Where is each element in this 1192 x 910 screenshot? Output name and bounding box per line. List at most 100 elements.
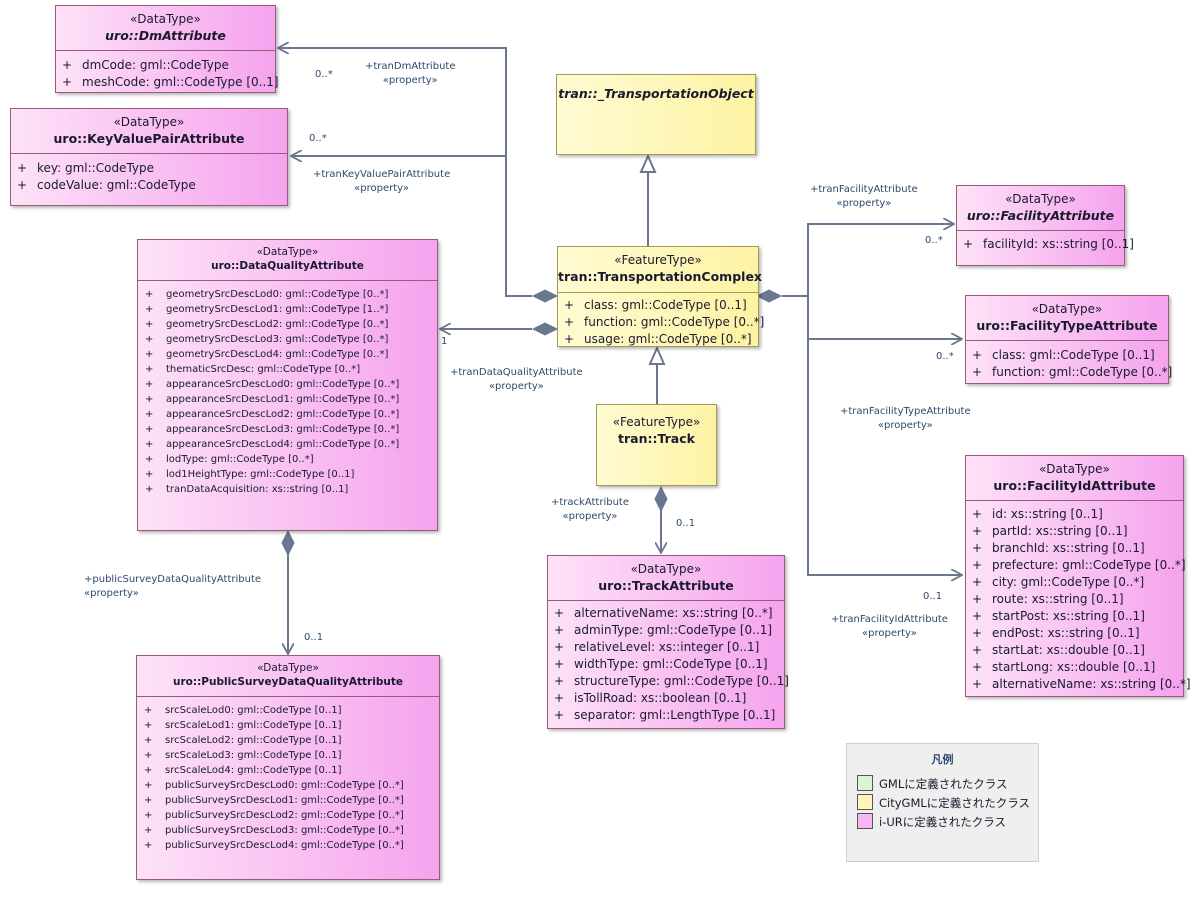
class-name: uro::DmAttribute bbox=[105, 28, 226, 43]
attribute: srcScaleLod3: gml::CodeType [0..1] bbox=[137, 748, 439, 763]
attribute: publicSurveySrcDescLod2: gml::CodeType [… bbox=[137, 808, 439, 823]
attribute: geometrySrcDescLod3: gml::CodeType [0..*… bbox=[138, 332, 437, 347]
legend-swatch-gml bbox=[857, 775, 873, 791]
class-track[interactable]: «FeatureType» tran::Track bbox=[596, 404, 717, 486]
association-kvp-label: +tranKeyValuePairAttribute «property» bbox=[313, 168, 450, 196]
role-stereotype: «property» bbox=[562, 511, 618, 522]
attribute-list: alternativeName: xs::string [0..*] admin… bbox=[548, 600, 789, 724]
class-transportation-object[interactable]: tran::_TransportationObject bbox=[556, 74, 756, 155]
class-stereotype: «DataType» bbox=[257, 662, 319, 674]
attribute: lodType: gml::CodeType [0..*] bbox=[138, 452, 437, 467]
class-data-quality-attribute[interactable]: «DataType» uro::DataQualityAttribute geo… bbox=[137, 239, 438, 531]
attribute: geometrySrcDescLod2: gml::CodeType [0..*… bbox=[138, 317, 437, 332]
legend-item-gml: GMLに定義されたクラス bbox=[857, 775, 1008, 792]
class-transportation-complex[interactable]: «FeatureType» tran::TransportationComple… bbox=[557, 246, 764, 348]
role-name: +tranFacilityIdAttribute bbox=[831, 614, 948, 625]
class-name: tran::Track bbox=[618, 431, 695, 446]
attribute: publicSurveySrcDescLod1: gml::CodeType [… bbox=[137, 793, 439, 808]
role-name: +publicSurveyDataQualityAttribute bbox=[84, 574, 262, 585]
association-fac-label: +tranFacilityAttribute «property» bbox=[810, 183, 918, 211]
attribute: geometrySrcDescLod0: gml::CodeType [0..*… bbox=[138, 287, 437, 302]
attribute: key: gml::CodeType bbox=[11, 160, 287, 177]
association-dq-label: +tranDataQualityAttribute «property» bbox=[450, 366, 583, 394]
multiplicity-label: 1 bbox=[441, 336, 448, 347]
role-stereotype: «property» bbox=[84, 588, 139, 599]
role-stereotype: «property» bbox=[862, 628, 917, 639]
attribute: widthType: gml::CodeType [0..1] bbox=[548, 656, 784, 673]
class-public-survey-data-quality-attribute[interactable]: «DataType» uro::PublicSurveyDataQualityA… bbox=[136, 655, 440, 880]
attribute: route: xs::string [0..1] bbox=[966, 591, 1183, 608]
attribute: publicSurveySrcDescLod4: gml::CodeType [… bbox=[137, 838, 439, 853]
attribute: thematicSrcDesc: gml::CodeType [0..*] bbox=[138, 362, 437, 377]
attribute: function: gml::CodeType [0..*] bbox=[558, 314, 764, 331]
association-facid-line bbox=[807, 224, 962, 575]
association-dm-line bbox=[278, 48, 532, 297]
class-stereotype: «FeatureType» bbox=[612, 415, 701, 429]
attribute: srcScaleLod4: gml::CodeType [0..1] bbox=[137, 763, 439, 778]
role-stereotype: «property» bbox=[836, 198, 892, 209]
class-stereotype: «DataType» bbox=[1031, 302, 1103, 316]
attribute-list: geometrySrcDescLod0: gml::CodeType [0..*… bbox=[138, 280, 437, 497]
attribute: startLong: xs::double [0..1] bbox=[966, 659, 1183, 676]
legend-item-iur: i-URに定義されたクラス bbox=[857, 813, 1006, 830]
class-name: uro::FacilityAttribute bbox=[966, 208, 1115, 223]
composition-diamond bbox=[281, 529, 295, 557]
attribute: publicSurveySrcDescLod3: gml::CodeType [… bbox=[137, 823, 439, 838]
attribute: meshCode: gml::CodeType [0..1] bbox=[56, 74, 279, 91]
attribute: srcScaleLod1: gml::CodeType [0..1] bbox=[137, 718, 439, 733]
role-name: +tranDmAttribute bbox=[365, 61, 456, 72]
class-facility-id-attribute[interactable]: «DataType» uro::FacilityIdAttribute id: … bbox=[965, 455, 1191, 697]
attribute: class: gml::CodeType [0..1] bbox=[966, 347, 1168, 364]
class-stereotype: «FeatureType» bbox=[614, 253, 702, 267]
class-dm-attribute[interactable]: «DataType» uro::DmAttribute dmCode: gml:… bbox=[55, 5, 279, 93]
attribute: srcScaleLod0: gml::CodeType [0..1] bbox=[137, 703, 439, 718]
multiplicity-label: 0..* bbox=[309, 133, 327, 144]
attribute: appearanceSrcDescLod4: gml::CodeType [0.… bbox=[138, 437, 437, 452]
attribute: appearanceSrcDescLod0: gml::CodeType [0.… bbox=[138, 377, 437, 392]
attribute: alternativeName: xs::string [0..*] bbox=[548, 605, 784, 622]
class-name: uro::TrackAttribute bbox=[598, 578, 734, 593]
attribute: separator: gml::LengthType [0..1] bbox=[548, 707, 784, 724]
association-track-label: +trackAttribute «property» bbox=[551, 496, 629, 524]
class-stereotype: «DataType» bbox=[130, 12, 201, 26]
attribute: publicSurveySrcDescLod0: gml::CodeType [… bbox=[137, 778, 439, 793]
attribute: relativeLevel: xs::integer [0..1] bbox=[548, 639, 784, 656]
class-key-value-pair-attribute[interactable]: «DataType» uro::KeyValuePairAttribute ke… bbox=[10, 108, 288, 206]
attribute-list: class: gml::CodeType [0..1] function: gm… bbox=[558, 292, 764, 348]
class-name: uro::KeyValuePairAttribute bbox=[53, 131, 245, 146]
class-name: uro::FacilityTypeAttribute bbox=[976, 318, 1158, 333]
attribute-list: id: xs::string [0..1] partId: xs::string… bbox=[966, 500, 1191, 693]
role-stereotype: «property» bbox=[354, 183, 410, 194]
legend: 凡例 GMLに定義されたクラス CityGMLに定義されたクラス i-URに定義… bbox=[846, 743, 1039, 862]
attribute: geometrySrcDescLod1: gml::CodeType [1..*… bbox=[138, 302, 437, 317]
attribute-list: dmCode: gml::CodeType meshCode: gml::Cod… bbox=[56, 50, 279, 91]
multiplicity-label: 0..* bbox=[315, 69, 333, 80]
association-dm-label: +tranDmAttribute «property» bbox=[365, 60, 455, 88]
attribute: endPost: xs::string [0..1] bbox=[966, 625, 1183, 642]
attribute: class: gml::CodeType [0..1] bbox=[558, 297, 758, 314]
attribute: city: gml::CodeType [0..*] bbox=[966, 574, 1183, 591]
class-name: uro::FacilityIdAttribute bbox=[993, 478, 1156, 493]
association-ps-label: +publicSurveyDataQualityAttribute «prope… bbox=[84, 573, 261, 601]
class-facility-attribute[interactable]: «DataType» uro::FacilityAttribute facili… bbox=[956, 185, 1134, 266]
attribute: appearanceSrcDescLod1: gml::CodeType [0.… bbox=[138, 392, 437, 407]
attribute: srcScaleLod2: gml::CodeType [0..1] bbox=[137, 733, 439, 748]
attribute: partId: xs::string [0..1] bbox=[966, 523, 1183, 540]
attribute: appearanceSrcDescLod2: gml::CodeType [0.… bbox=[138, 407, 437, 422]
attribute-list: key: gml::CodeType codeValue: gml::CodeT… bbox=[11, 153, 287, 194]
class-track-attribute[interactable]: «DataType» uro::TrackAttribute alternati… bbox=[547, 555, 789, 729]
role-name: +tranDataQualityAttribute bbox=[450, 367, 583, 378]
attribute-list: class: gml::CodeType [0..1] function: gm… bbox=[966, 340, 1172, 381]
attribute: branchId: xs::string [0..1] bbox=[966, 540, 1183, 557]
attribute: startLat: xs::double [0..1] bbox=[966, 642, 1183, 659]
class-name: tran::_TransportationObject bbox=[558, 86, 754, 101]
legend-swatch-iur bbox=[857, 813, 873, 829]
attribute: id: xs::string [0..1] bbox=[966, 506, 1183, 523]
class-facility-type-attribute[interactable]: «DataType» uro::FacilityTypeAttribute cl… bbox=[965, 295, 1172, 384]
attribute: alternativeName: xs::string [0..*] bbox=[966, 676, 1191, 693]
composition-diamond bbox=[531, 322, 559, 336]
attribute: lod1HeightType: gml::CodeType [0..1] bbox=[138, 467, 437, 482]
generalization-arrowhead bbox=[639, 153, 657, 173]
role-name: +trackAttribute bbox=[551, 497, 629, 508]
